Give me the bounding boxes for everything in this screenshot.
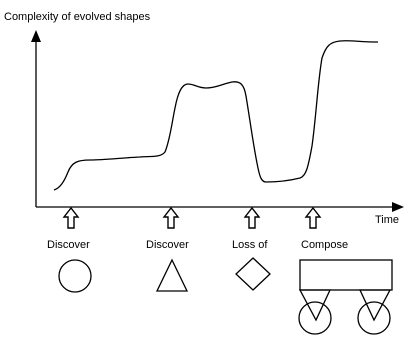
event-label-4: Compose bbox=[301, 239, 348, 251]
complexity-curve bbox=[53, 40, 379, 191]
event-label-1: Discover bbox=[47, 239, 90, 251]
y-axis-label: Complexity of evolved shapes bbox=[4, 11, 151, 23]
triangle-icon bbox=[155, 258, 189, 292]
y-axis bbox=[31, 30, 41, 207]
composite-rectangle bbox=[299, 259, 393, 291]
event-arrow-4 bbox=[304, 206, 322, 229]
x-axis bbox=[36, 202, 404, 212]
diamond-icon bbox=[235, 257, 271, 291]
event-arrow-3 bbox=[243, 206, 261, 229]
event-label-2: Discover bbox=[146, 239, 189, 251]
y-axis-arrowhead bbox=[31, 30, 41, 42]
x-axis-arrowhead bbox=[392, 202, 404, 212]
event-arrow-1 bbox=[62, 206, 80, 229]
composite-left-circle bbox=[298, 301, 332, 335]
x-axis-label: Time bbox=[375, 214, 399, 226]
event-arrow-2 bbox=[162, 206, 180, 229]
circle-icon bbox=[58, 259, 92, 293]
composite-left-triangle bbox=[298, 289, 332, 322]
composite-right-triangle bbox=[358, 289, 392, 322]
composite-right-circle bbox=[357, 301, 391, 335]
event-label-3: Loss of bbox=[232, 239, 268, 251]
composite-shape-icon bbox=[298, 259, 393, 335]
